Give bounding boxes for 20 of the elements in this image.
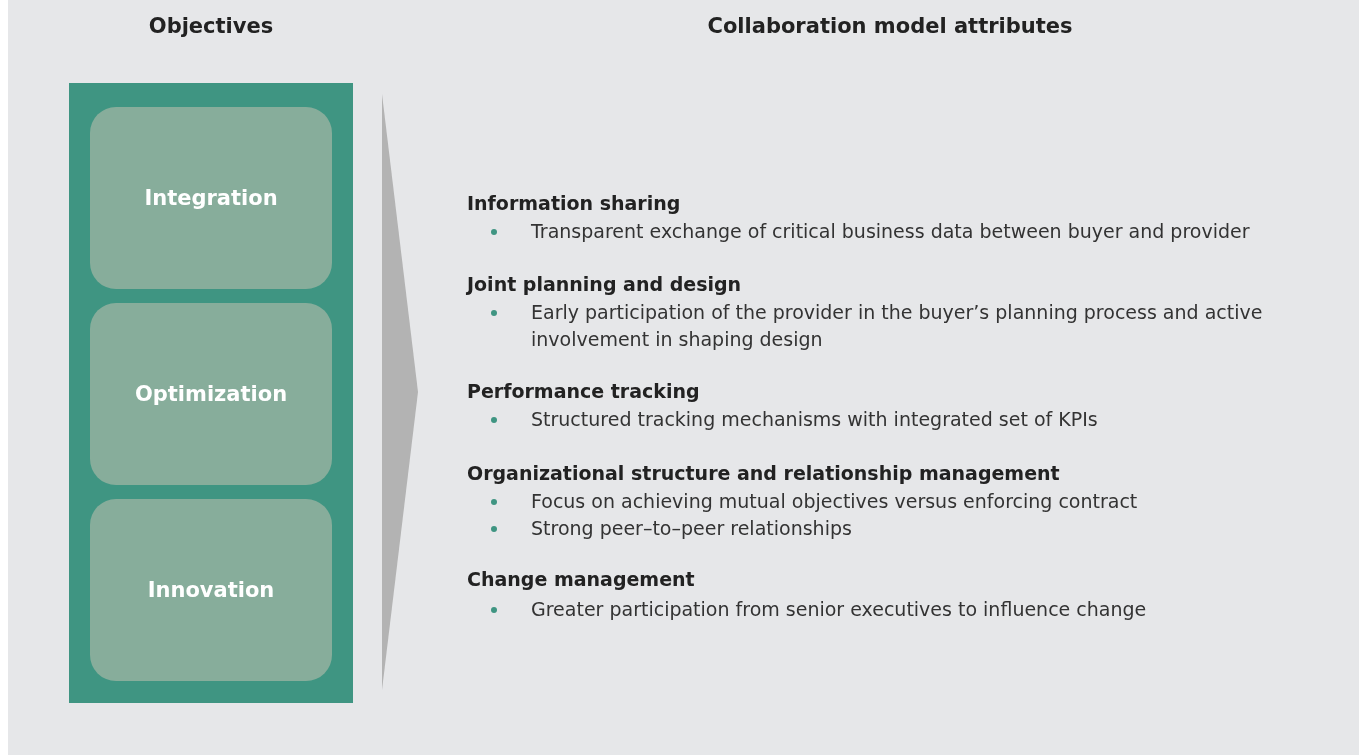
objective-text: Integration <box>144 186 278 210</box>
column-heading: Objectives <box>148 14 274 38</box>
bullet-text: Transparent exchange of critical business data between buyer and provider <box>531 219 1251 244</box>
objective-box <box>90 107 332 289</box>
objective-text: Innovation <box>147 578 275 602</box>
attribute-heading: Organizational structure and relationship management <box>467 462 1060 484</box>
bullet-text: Early participation of the provider in the buyer’s planning process and active involvement in shaping design <box>531 300 1264 352</box>
bullet-text: Focus on achieving mutual objectives versus enforcing contract <box>531 489 1139 514</box>
objective-box <box>90 303 332 485</box>
attribute-heading: Information sharing <box>467 192 681 214</box>
bullet-text: Greater participation from senior executives to influence change <box>531 597 1148 622</box>
column-heading: Collaboration model attributes <box>707 14 1073 38</box>
objectives-panel <box>69 83 353 703</box>
bullet-text: Strong peer–to–peer relationships <box>531 516 853 541</box>
bullet-text: Structured tracking mechanisms with integrated set of KPIs <box>531 407 1099 432</box>
attribute-heading: Joint planning and design <box>467 273 742 295</box>
objective-text: Optimization <box>134 382 288 406</box>
attribute-heading: Performance tracking <box>467 380 700 402</box>
attribute-heading: Change management <box>467 568 695 590</box>
objective-box <box>90 499 332 681</box>
